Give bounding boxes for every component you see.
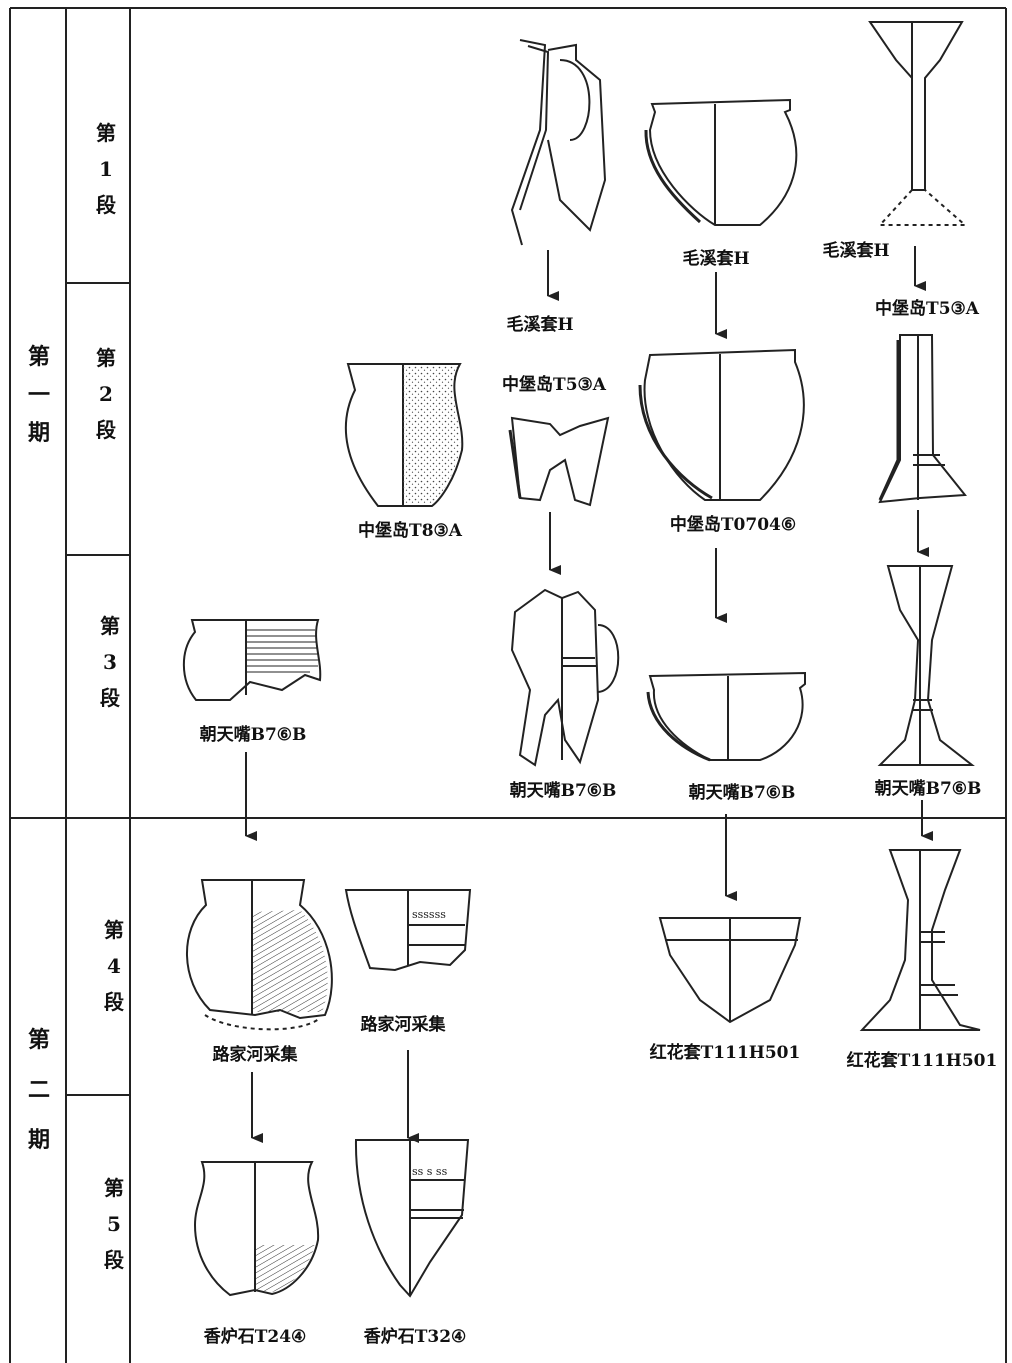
period-1-char-2: 一 (27, 382, 50, 408)
goblet-honghuatao (859, 849, 981, 1031)
pot-maoxitao (644, 98, 798, 226)
jar-lujiahe-left (186, 879, 333, 1031)
site-label-pot-stage1: 毛溪套H (682, 249, 750, 269)
stage-2-char-3: 段 (96, 418, 116, 442)
stage-4-char-1: 第 (104, 918, 124, 942)
cup-xianglushi-t32: ss s ss (354, 1139, 470, 1298)
site-label-bowl-stage3: 朝天嘴B7⑥B (688, 783, 796, 803)
goblet-chaotianzui (877, 565, 975, 766)
stage-1-char-2: 1 (99, 157, 113, 181)
bowl-honghuatao (658, 917, 802, 1024)
site-label-jar-stage4: 路家河采集 (212, 1045, 298, 1065)
stage-1-label: 第 1 段 (88, 115, 124, 223)
site-label-jar-stage2: 中堡岛T8③A (358, 521, 462, 541)
period-1-label: 第 一 期 (22, 338, 56, 452)
site-label-jar-stage5: 香炉石T24④ (203, 1327, 307, 1347)
site-label-goblet-stage4: 红花套T111H501 (846, 1051, 998, 1071)
stage-4-char-3: 段 (104, 990, 124, 1014)
stage-5-label: 第 5 段 (96, 1170, 132, 1278)
stage-4-label: 第 4 段 (96, 912, 132, 1020)
stage-3-char-1: 第 (100, 614, 120, 638)
stage-2-label: 第 2 段 (88, 340, 124, 448)
stage-3-char-3: 段 (100, 686, 120, 710)
cup-lujiahe-right: ssssss (344, 889, 472, 972)
stage-2-char-1: 第 (96, 346, 116, 370)
bowl-chaotianzui (646, 671, 806, 762)
stage-5-char-3: 段 (104, 1248, 124, 1272)
goblet-maoxitao (868, 21, 968, 226)
pot-zhongbaodao-t0704 (638, 348, 805, 501)
svg-text:ss s ss: ss s ss (412, 1165, 448, 1178)
stage-2-char-2: 2 (99, 382, 113, 406)
stage-3-char-2: 3 (103, 650, 117, 674)
site-label-jug-stage1: 毛溪套H (506, 315, 574, 335)
period-2-char-3: 期 (27, 1127, 50, 1153)
site-label-pot-stage2: 中堡岛T0704⑥ (669, 515, 797, 535)
goblet-stem-zhongbaodao-t5 (878, 334, 967, 504)
site-label-bowl-stage4: 红花套T111H501 (649, 1043, 801, 1063)
jug-fragment-zhongbaodao-t5 (508, 416, 610, 507)
site-label-jug-stage3: 朝天嘴B7⑥B (509, 781, 617, 801)
site-label-jug-stage2: 中堡岛T5③A (502, 375, 606, 395)
stage-3-label: 第 3 段 (92, 608, 128, 716)
site-label-cup-stage5: 香炉石T32④ (363, 1327, 467, 1347)
period-2-char-1: 第 (27, 1027, 50, 1053)
period-1-char-3: 期 (27, 420, 50, 446)
site-label-jar-stage3: 朝天嘴B7⑥B (199, 725, 307, 745)
jug-chaotianzui (510, 588, 620, 767)
site-label-goblet-stage3: 朝天嘴B7⑥B (874, 779, 982, 799)
jar-zhongbaodao-t8 (344, 363, 464, 507)
stage-5-char-1: 第 (104, 1176, 124, 1200)
jar-chaotianzui-left (182, 619, 322, 701)
site-label-goblet-stage2: 中堡岛T5③A (875, 299, 979, 319)
jug-maoxitao (510, 39, 607, 246)
stage-4-char-2: 4 (107, 954, 121, 978)
stage-5-char-2: 5 (107, 1212, 121, 1236)
period-2-char-2: 二 (27, 1077, 50, 1103)
stage-1-char-3: 段 (96, 193, 116, 217)
period-1-char-1: 第 (27, 344, 50, 370)
site-label-goblet-stage1: 毛溪套H (822, 241, 890, 261)
svg-text:ssssss: ssssss (412, 908, 446, 921)
period-2-label: 第 二 期 (22, 1015, 56, 1165)
stage-1-char-1: 第 (96, 121, 116, 145)
site-label-cup-stage4: 路家河采集 (360, 1015, 446, 1035)
jar-xianglushi-t24 (193, 1161, 320, 1297)
